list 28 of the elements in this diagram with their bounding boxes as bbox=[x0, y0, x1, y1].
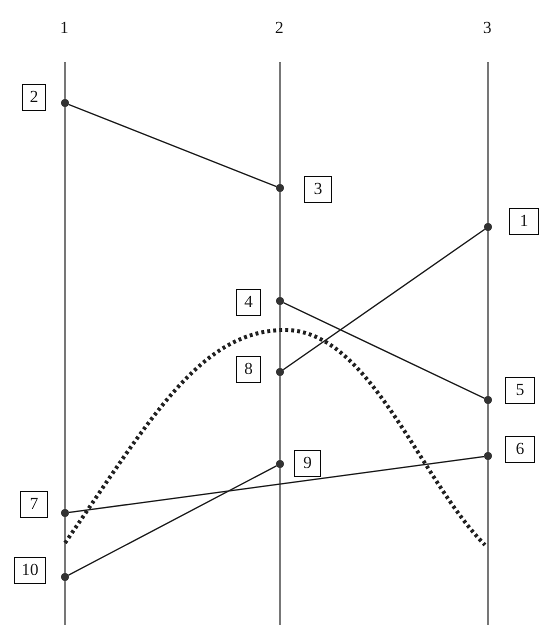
point-dot bbox=[484, 223, 492, 231]
connecting-line bbox=[68, 456, 484, 514]
point-label: 1 bbox=[509, 208, 539, 235]
point-dot bbox=[276, 460, 284, 468]
point-label: 10 bbox=[14, 557, 46, 584]
axis-label: 2 bbox=[275, 18, 284, 38]
point-label: 9 bbox=[294, 450, 321, 477]
point-label: 2 bbox=[22, 84, 46, 111]
axis-label: 1 bbox=[60, 18, 68, 38]
point-label: 7 bbox=[20, 491, 48, 518]
point-dot bbox=[61, 573, 69, 581]
point-dot bbox=[61, 509, 69, 517]
connecting-line bbox=[282, 228, 486, 370]
point-label: 5 bbox=[505, 377, 535, 404]
point-dot bbox=[484, 452, 492, 460]
point-dot bbox=[276, 184, 284, 192]
point-dot bbox=[61, 99, 69, 107]
connecting-line bbox=[68, 104, 277, 188]
point-label: 4 bbox=[236, 289, 261, 316]
point-label: 6 bbox=[505, 436, 535, 463]
point-label: 3 bbox=[304, 176, 332, 203]
connecting-line bbox=[68, 465, 277, 576]
axis-label: 3 bbox=[483, 18, 492, 38]
point-label: 8 bbox=[236, 356, 261, 383]
point-dot bbox=[276, 297, 284, 305]
point-dot bbox=[484, 396, 492, 404]
connecting-line bbox=[283, 302, 485, 399]
point-dot bbox=[276, 368, 284, 376]
